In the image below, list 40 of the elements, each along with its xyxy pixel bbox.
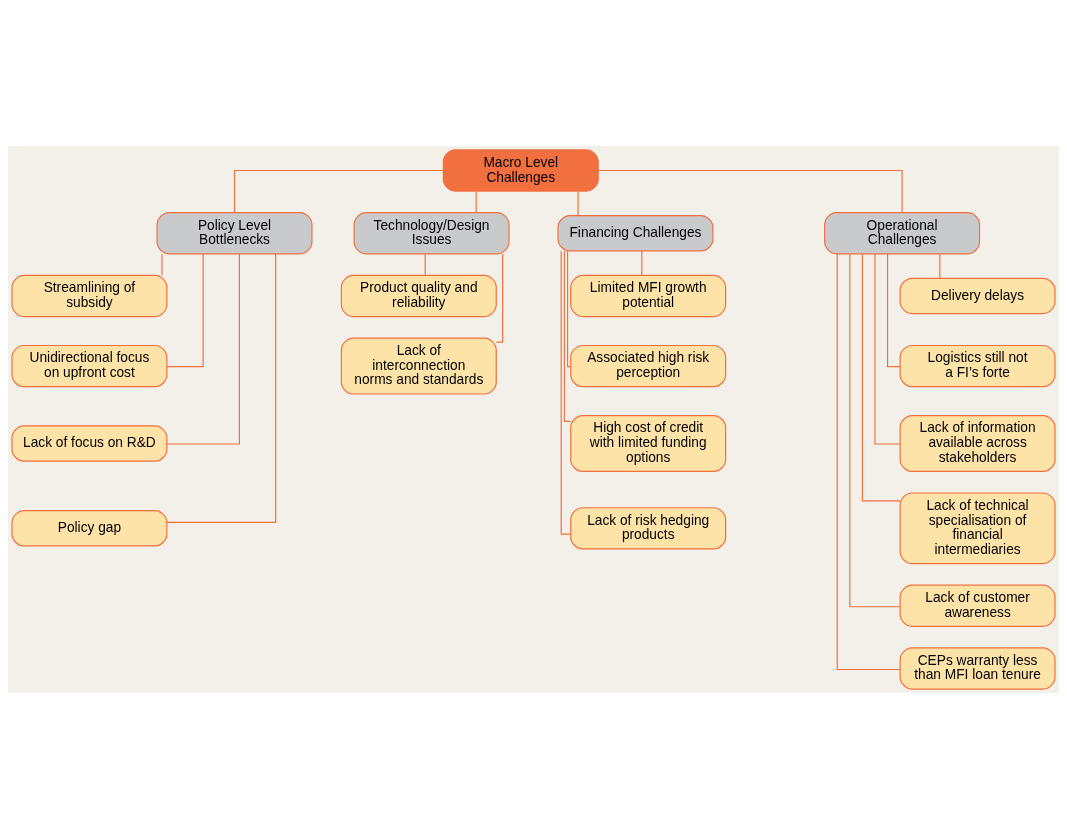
node-box: Policy gap: [11, 509, 168, 547]
node-box: Logistics still not a FI’s forte: [899, 344, 1056, 387]
node-box: Delivery delays: [899, 277, 1056, 314]
node-box: Lack of technical specialisation of financial intermediaries: [899, 491, 1056, 564]
node-box: Streamlining of subsidy: [11, 274, 168, 317]
node-box: Lack of interconnection norms and standards: [340, 337, 497, 395]
connector: [836, 252, 901, 670]
connector: [475, 190, 477, 213]
connector: [424, 253, 426, 276]
connector: [566, 249, 572, 367]
node-box: Lack of information available across stakeholders: [899, 414, 1056, 472]
node-box: Associated high risk perception: [570, 344, 727, 387]
node-box: Lack of risk hedging products: [570, 506, 727, 549]
node-box: High cost of credit with limited funding options: [570, 414, 727, 472]
connector: [166, 253, 204, 367]
node-box: Policy Level Bottlenecks: [156, 211, 313, 254]
node-box: Lack of customer awareness: [899, 584, 1056, 627]
node-box: Unidirectional focus on upfront cost: [11, 344, 168, 387]
connector: [233, 169, 444, 213]
connector: [563, 249, 572, 422]
connector: [597, 169, 903, 213]
connector: [495, 252, 504, 343]
node-box: Financing Challenges: [557, 214, 714, 251]
connector: [849, 252, 901, 607]
connector: [641, 249, 643, 276]
node-box: Technology/Design Issues: [353, 211, 510, 254]
connector: [577, 190, 579, 216]
node-box: Operational Challenges: [824, 211, 981, 254]
node-box: Limited MFI growth potential: [570, 274, 727, 317]
connector: [166, 252, 277, 523]
connector: [166, 252, 240, 445]
node-box: CEPs warranty less than MFI loan tenure: [899, 646, 1056, 690]
connector: [161, 253, 163, 276]
node-box: Product quality and reliability: [340, 274, 497, 317]
connector: [939, 253, 941, 279]
node-box: Macro Level Challenges: [442, 148, 599, 192]
connector: [560, 250, 572, 535]
connector: [874, 252, 901, 445]
node-box: Lack of focus on R&D: [11, 424, 168, 462]
connector: [861, 253, 901, 501]
